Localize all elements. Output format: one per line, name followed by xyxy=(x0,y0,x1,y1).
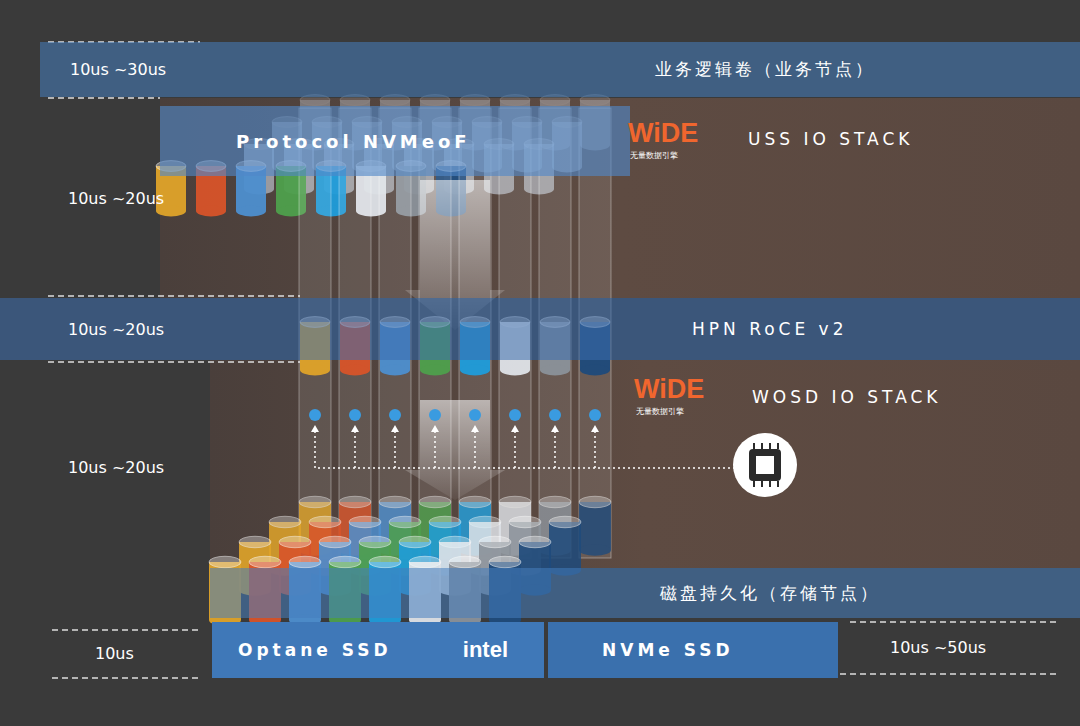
dot xyxy=(429,409,441,421)
arrow-head xyxy=(511,425,519,432)
arrow-head xyxy=(471,425,479,432)
logo-text: WiDE xyxy=(628,118,698,149)
dot xyxy=(349,409,361,421)
chip-icon xyxy=(756,456,774,474)
dotted-wire xyxy=(354,430,356,468)
dotted-wire xyxy=(315,467,735,469)
dotted-wire xyxy=(434,430,436,468)
arrow-head xyxy=(431,425,439,432)
logo-subtitle: 无量数据引擎 xyxy=(630,150,678,161)
timing-label: 10us ~30us xyxy=(70,60,166,79)
band-node: NVMe SSD xyxy=(548,622,838,678)
timing-label: 10us xyxy=(95,644,134,663)
dotted-wire xyxy=(594,430,596,468)
chip-icon xyxy=(749,449,781,481)
logo-text: WiDE xyxy=(634,374,704,405)
arrow-head xyxy=(391,425,399,432)
dotted-wire xyxy=(514,430,516,468)
band-label: 磁盘持久化（存储节点） xyxy=(660,582,880,605)
dotted-wire xyxy=(394,430,396,468)
cylinder xyxy=(549,516,581,576)
protocol-label: Protocol NVMeoF xyxy=(236,131,471,152)
stack-label: USS IO STACK xyxy=(748,129,913,149)
dot xyxy=(389,409,401,421)
arrow-head xyxy=(551,425,559,432)
down-arrow xyxy=(405,400,505,500)
logo-subtitle: 无量数据引擎 xyxy=(636,406,684,417)
dotted-wire xyxy=(554,430,556,468)
dot xyxy=(309,409,321,421)
stack-label: WOSD IO STACK xyxy=(752,387,941,407)
dot xyxy=(469,409,481,421)
disk-label: NVMe SSD xyxy=(602,640,734,660)
chip-icon xyxy=(733,433,797,497)
arrow-head xyxy=(351,425,359,432)
band-node: Optane SSD intel xyxy=(212,622,544,678)
dot xyxy=(549,409,561,421)
dot xyxy=(589,409,601,421)
network-label: HPN RoCE v2 xyxy=(692,319,848,339)
timing-label: 10us ~50us xyxy=(890,638,986,657)
arrow-head xyxy=(311,425,319,432)
cylinder xyxy=(579,496,611,556)
arrow-head xyxy=(591,425,599,432)
band-node: 业务逻辑卷（业务节点） xyxy=(40,42,1080,97)
dotted-wire xyxy=(314,430,316,468)
dot xyxy=(509,409,521,421)
band-label: 业务逻辑卷（业务节点） xyxy=(655,58,875,81)
dotted-wire xyxy=(474,430,476,468)
timing-label: 10us ~20us xyxy=(68,320,164,339)
timing-label: 10us ~20us xyxy=(68,458,164,477)
band-node: 磁盘持久化（存储节点） xyxy=(210,568,1080,618)
brand-logo: intel xyxy=(463,637,508,663)
zone-ground xyxy=(160,98,1080,298)
disk-label: Optane SSD xyxy=(238,640,392,660)
timing-label: 10us ~20us xyxy=(68,189,164,208)
band-node: Protocol NVMeoF xyxy=(160,106,630,176)
